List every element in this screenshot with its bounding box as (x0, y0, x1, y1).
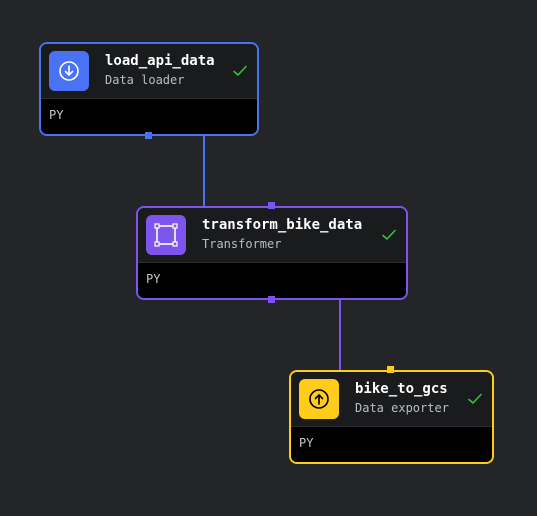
block-header: transform_bike_data Transformer (138, 208, 406, 264)
block-name: load_api_data (105, 53, 215, 69)
data-loader-icon-box (49, 51, 89, 91)
block-type: Data exporter (355, 401, 449, 415)
block-footer: PY (291, 426, 492, 462)
transformer-icon-box (146, 215, 186, 255)
check-icon (468, 393, 482, 404)
check-icon (233, 65, 247, 76)
output-port-transform-bike-data[interactable] (268, 296, 275, 303)
transform-square-icon (154, 223, 178, 247)
input-port-transform-bike-data[interactable] (268, 202, 275, 209)
block-bike-to-gcs[interactable]: bike_to_gcs Data exporter PY (289, 370, 494, 464)
block-footer: PY (41, 98, 257, 134)
upload-icon (309, 389, 329, 409)
block-header: load_api_data Data loader (41, 44, 257, 100)
language-label: PY (146, 272, 161, 286)
language-label: PY (49, 108, 64, 122)
block-footer: PY (138, 262, 406, 298)
block-header: bike_to_gcs Data exporter (291, 372, 492, 428)
block-type: Transformer (202, 237, 282, 251)
block-transform-bike-data[interactable]: transform_bike_data Transformer PY (136, 206, 408, 300)
block-name: transform_bike_data (202, 217, 363, 233)
block-type: Data loader (105, 73, 185, 87)
check-icon (382, 229, 396, 240)
output-port-load-api-data[interactable] (145, 132, 152, 139)
data-exporter-icon-box (299, 379, 339, 419)
input-port-bike-to-gcs[interactable] (387, 366, 394, 373)
download-icon (59, 61, 79, 81)
block-name: bike_to_gcs (355, 381, 448, 397)
language-label: PY (299, 436, 314, 450)
block-load-api-data[interactable]: load_api_data Data loader PY (39, 42, 259, 136)
